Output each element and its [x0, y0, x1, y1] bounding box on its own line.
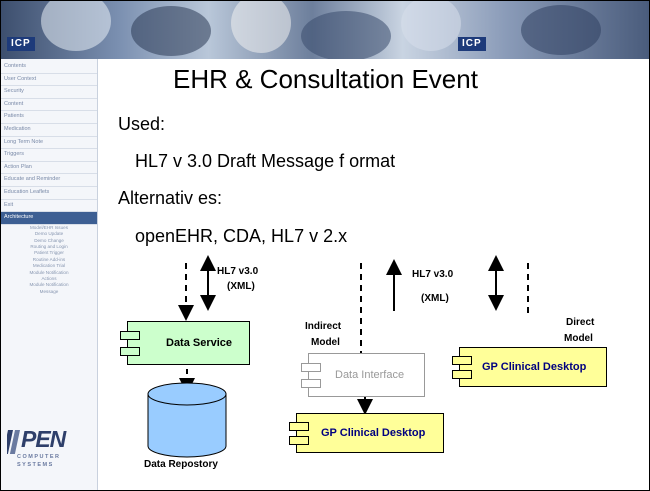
used-value: HL7 v 3.0 Draft Message f ormat: [135, 151, 396, 171]
sidebar-item[interactable]: Education Leaflets: [1, 187, 97, 200]
alternatives-value: openEHR, CDA, HL7 v 2.x: [135, 226, 348, 246]
slide-title: EHR & Consultation Event: [173, 64, 478, 94]
sidebar-item[interactable]: Content: [1, 99, 97, 112]
sidebar-item[interactable]: Contents: [1, 61, 97, 74]
alternatives-label: Alternativ es:: [118, 188, 223, 208]
sidebar-sub-item[interactable]: Patient Trigger: [34, 250, 64, 256]
sidebar-item[interactable]: Triggers: [1, 149, 97, 162]
sidebar-sub-item[interactable]: Routing and Login: [30, 243, 68, 249]
component-tab-icon: [289, 422, 309, 431]
sidebar-sub-item[interactable]: Actions: [41, 275, 57, 281]
logo-subtext-1: COMPUTER: [17, 454, 61, 460]
data-interface-component: Data Interface: [301, 353, 425, 397]
data-repository-label: Data Repostory: [144, 459, 218, 470]
sidebar-item[interactable]: Patients: [1, 111, 97, 124]
data-service-label: Data Service: [166, 337, 233, 349]
open-computer-systems-logo: PEN COMPUTER SYSTEMS: [7, 426, 93, 476]
data-interface-label: Data Interface: [335, 369, 405, 381]
hl7-label-left: HL7 v3.0: [217, 266, 259, 277]
sidebar-item-active[interactable]: Architecture: [1, 212, 97, 225]
logo-mark-icon: [7, 430, 20, 454]
sidebar-sub-item[interactable]: Medication Trial: [32, 263, 66, 269]
sidebar-nav: Contents User Context Security Content P…: [1, 59, 98, 490]
used-label: Used:: [118, 114, 166, 134]
gp-clinical-desktop-bottom: GP Clinical Desktop: [289, 413, 444, 453]
data-service-component: Data Service: [120, 321, 250, 365]
icp-logo-right: ICP: [458, 37, 486, 51]
xml-label-left: (XML): [227, 281, 255, 292]
xml-label-right: (XML): [421, 293, 449, 304]
component-tab-icon: [120, 331, 140, 340]
icp-logo-left: ICP: [7, 37, 35, 51]
component-tab-icon: [452, 356, 472, 365]
sidebar-item[interactable]: User Context: [1, 74, 97, 87]
hl7-label-right: HL7 v3.0: [412, 269, 454, 280]
component-tab-icon: [301, 363, 321, 372]
direct-model-label-1: Direct: [566, 317, 595, 328]
logo-text: PEN: [21, 426, 66, 452]
component-tab-icon: [120, 347, 140, 356]
gp-desktop-bottom-label: GP Clinical Desktop: [321, 427, 426, 439]
sidebar-sub-item[interactable]: Demo Change: [34, 237, 64, 243]
sidebar-sub-item[interactable]: Demo Update: [34, 231, 64, 237]
indirect-model-label-2: Model: [311, 337, 340, 348]
component-tab-icon: [452, 370, 472, 379]
sidebar-item[interactable]: Medication: [1, 124, 97, 137]
sidebar-sub-item[interactable]: Module Notification: [29, 282, 69, 288]
sidebar-sub-item[interactable]: Model/EHR Issues: [29, 224, 69, 230]
component-tab-icon: [289, 436, 309, 445]
sidebar-sub-item[interactable]: Message: [39, 288, 59, 294]
sidebar-sub-item[interactable]: Routine Add-ins: [32, 256, 66, 262]
gp-clinical-desktop-right: GP Clinical Desktop: [452, 347, 607, 387]
direct-model-label-2: Model: [564, 333, 593, 344]
indirect-model-label-1: Indirect: [305, 321, 342, 332]
gp-desktop-right-label: GP Clinical Desktop: [482, 361, 587, 373]
logo-subtext-2: SYSTEMS: [17, 462, 54, 468]
database-cylinder-icon: [147, 382, 227, 458]
component-tab-icon: [301, 379, 321, 388]
sidebar-item[interactable]: Action Plan: [1, 162, 97, 175]
sidebar-item[interactable]: Exit: [1, 200, 97, 213]
sidebar-item[interactable]: Security: [1, 86, 97, 99]
sidebar-item[interactable]: Long Term Note: [1, 137, 97, 150]
sidebar-sub-item[interactable]: Module Notification: [29, 269, 69, 275]
sidebar-item[interactable]: Educate and Reminder: [1, 174, 97, 187]
header-banner: ICP ICP: [1, 1, 649, 59]
